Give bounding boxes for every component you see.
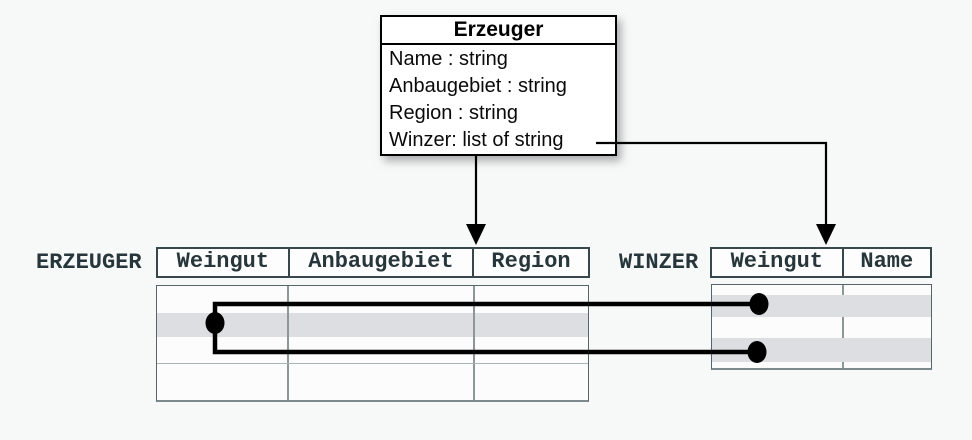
uml-class-box-erzeuger: Erzeuger Name : string Anbaugebiet : str…: [380, 15, 617, 156]
winzer-attr-to-winzer-arrowhead-icon: [816, 224, 836, 245]
class-attribute-winzer: Winzer: list of string: [389, 129, 564, 151]
winzer-column-weingut: Weingut: [730, 249, 823, 274]
class-attribute-name: Name : string: [389, 48, 508, 70]
winzer-table-header: Weingut Name: [710, 247, 932, 278]
class-attribute-anbaugebiet: Anbaugebiet : string: [389, 75, 567, 97]
winzer-highlighted-row-1: [712, 295, 931, 317]
class-attribute-list: Name : string Anbaugebiet : string Regio…: [382, 45, 615, 154]
class-attribute-region: Region : string: [389, 102, 518, 124]
erzeuger-table-header: Weingut Anbaugebiet Region: [156, 247, 590, 278]
erzeuger-column-region: Region: [472, 249, 588, 276]
erzeuger-table-label: ERZEUGER: [36, 250, 142, 275]
erzeuger-highlighted-row: [157, 313, 588, 337]
winzer-column-name: Name: [841, 249, 930, 276]
winzer-table-label: WINZER: [619, 250, 699, 275]
erzeuger-column-anbaugebiet: Anbaugebiet: [287, 249, 472, 276]
class-title: Erzeuger: [382, 17, 615, 45]
class-to-erzeuger-arrowhead-icon: [466, 224, 486, 245]
erzeuger-table-body: [156, 285, 589, 402]
winzer-highlighted-row-2: [712, 338, 931, 362]
winzer-attr-to-winzer-arrow-shaft: [596, 141, 828, 227]
erzeuger-column-weingut: Weingut: [176, 249, 270, 274]
erzeuger-column-divider-1: [287, 286, 289, 400]
erzeuger-row-divider: [157, 363, 588, 364]
winzer-column-divider: [842, 285, 844, 368]
erzeuger-column-divider-2: [473, 286, 475, 400]
winzer-table-body: [711, 284, 932, 370]
